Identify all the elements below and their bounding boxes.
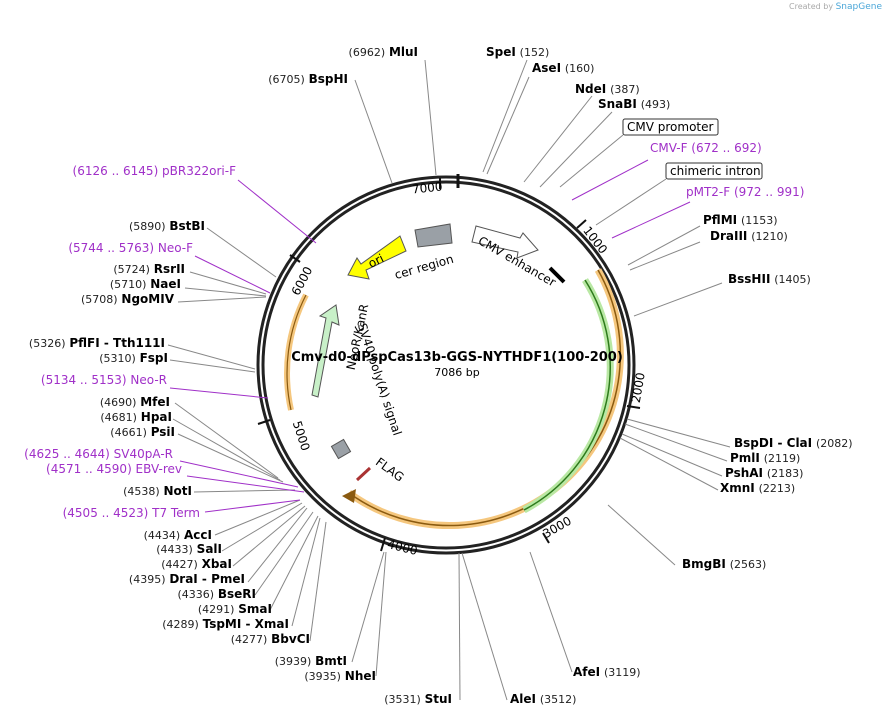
tick-label-2000: 2000 [629,371,648,404]
enzyme-label-bsshii: BssHII (1405) [728,272,811,286]
enzyme-label-naei: (5710) NaeI [110,277,181,291]
primer-label-sv40pa-r: (4625 .. 4644) SV40pA-R [24,447,173,461]
enzyme-label-nhei: (3935) NheI [304,669,376,683]
enzyme-label-xbai: (4427) XbaI [161,557,232,571]
enzyme-label-bsphi: (6705) BspHI [268,72,348,86]
primer-labels: (6126 .. 6145) pBR322ori-F CMV-F (672 .. … [24,141,804,520]
cmv-enhancer-arrow [471,225,539,259]
primer-label-pmt2-f: pMT2-F (972 .. 991) [686,185,804,199]
tick-1000: 1000 [576,219,610,256]
snapgene-brand: SnapGene [835,2,882,12]
enzyme-label-psii: (4661) PsiI [110,425,175,439]
tick-2000: 2000 [626,371,648,409]
left-cds-core [286,294,307,411]
ori-arrow [347,235,407,280]
enzyme-label-xmni: XmnI (2213) [720,481,795,495]
sv40-label: SV40 poly(A) signal [355,321,405,437]
enzyme-label-stui: (3531) StuI [384,692,452,706]
cds-inner-core [523,279,611,511]
enzyme-label-draiii: DraIII (1210) [710,229,788,243]
chimeric-intron-box: chimeric intron [595,162,763,226]
promoter-marker [548,266,566,284]
cmv-promoter-label: CMV promoter [627,120,714,134]
tick-6000: 6000 [289,254,316,298]
plasmid-name: Cmv-d0-dPspCas13b-GGS-NYTHDF1(100-200) [291,350,623,365]
enzyme-label-pflfi-tth111i: (5326) PflFI - Tth111I [29,336,165,350]
enzyme-label-drai-pmei: (4395) DraI - PmeI [129,572,245,586]
enzyme-label-mfei: (4690) MfeI [100,395,170,409]
tick-label-5000: 5000 [290,419,313,452]
chimeric-intron-label: chimeric intron [670,164,761,178]
cmv-promoter-box: CMV promoter [559,118,719,188]
enzyme-label-bbvci: (4277) BbvCI [231,632,310,646]
enzyme-label-bstbi: (5890) BstBI [129,219,205,233]
flag-marker [355,466,372,482]
enzyme-label-alei: AleI (3512) [510,692,576,706]
enzyme-label-bmgbi: BmgBI (2563) [682,557,766,571]
plasmid-size: 7086 bp [434,366,479,379]
backbone-outer [256,175,636,555]
enzyme-label-ndei: NdeI (387) [575,82,640,96]
cds-arrowhead [342,489,356,503]
enzyme-labels: (6962) MluI SpeI (152) AseI (160) (6705) Bs… [29,45,853,706]
primer-label-pbr322ori-f: (6126 .. 6145) pBR322ori-F [73,164,237,178]
primer-label-cmv-f: CMV-F (672 .. 692) [650,141,762,155]
enzyme-label-asei: AseI (160) [532,61,594,75]
enzyme-label-smai: (4291) SmaI [198,602,272,616]
enzyme-label-spei: SpeI (152) [486,45,549,59]
enzyme-label-pmli: PmlI (2119) [730,451,800,465]
snapgene-credit: Created by SnapGene [789,2,882,12]
tick-7000: 7000 [411,178,443,197]
cer-region-block [414,223,453,248]
neo-kan-arrow [311,304,340,398]
credit-text: Created by [789,2,834,11]
tick-label-7000: 7000 [411,179,443,196]
enzyme-label-bmti: (3939) BmtI [275,654,347,668]
flag-label: FLAG [373,455,406,485]
enzyme-label-acci: (4434) AccI [144,528,212,542]
tick-label-4000: 4000 [386,537,419,558]
enzyme-label-ngomiv: (5708) NgoMIV [81,292,175,306]
primer-label-t7-term: (4505 .. 4523) T7 Term [63,506,200,520]
enzyme-label-bseri: (4336) BseRI [177,587,256,601]
backbone-inner [261,180,631,550]
enzyme-label-tspmi-xmai: (4289) TspMI - XmaI [162,617,289,631]
tick-label-6000: 6000 [289,264,316,298]
enzyme-label-afei: AfeI (3119) [573,665,641,679]
enzyme-leaders [167,59,731,701]
enzyme-label-snabi: SnaBI (493) [598,97,670,111]
primer-leaders [169,159,691,513]
cer-region-label: cer region [393,252,455,282]
enzyme-label-mlui: (6962) MluI [349,45,418,59]
enzyme-label-pshai: PshAI (2183) [725,466,803,480]
primer-label-neo-r: (5134 .. 5153) Neo-R [41,373,167,387]
enzyme-label-fspi: (5310) FspI [99,351,168,365]
primer-label-ebv-rev: (4571 .. 4590) EBV-rev [46,462,182,476]
enzyme-label-noti: (4538) NotI [123,484,192,498]
enzyme-label-hpai: (4681) HpaI [100,410,172,424]
sv40-block [330,438,352,460]
enzyme-label-sali: (4433) SalI [156,542,222,556]
enzyme-label-bspdi-clai: BspDI - ClaI (2082) [734,436,853,450]
tick-4000: 4000 [380,537,419,558]
ori-label: ori [366,251,386,270]
enzyme-label-rsrii: (5724) RsrII [113,262,185,276]
enzyme-label-pflmi: PflMI (1153) [703,213,778,227]
primer-label-neo-f: (5744 .. 5763) Neo-F [68,241,193,255]
